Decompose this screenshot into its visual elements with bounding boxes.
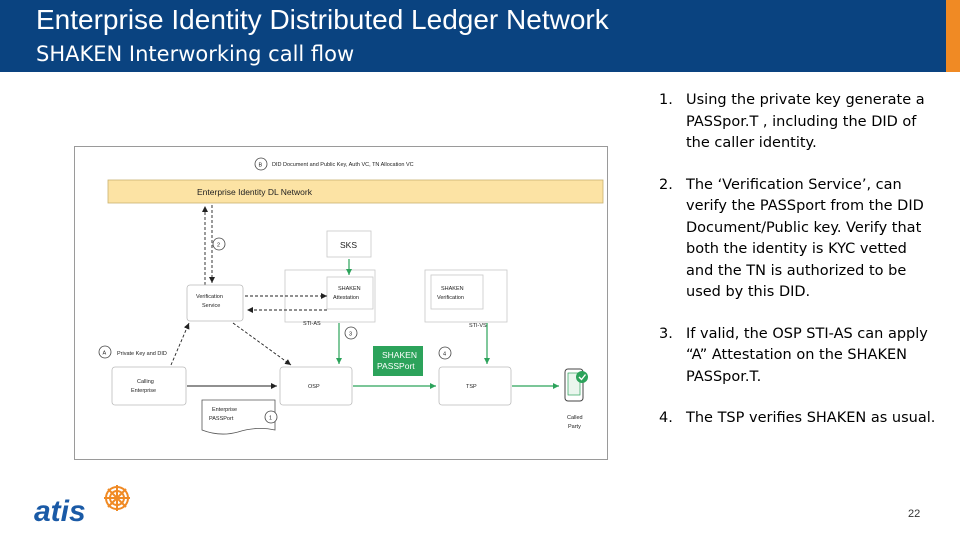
shaken-attestation-line1: SHAKEN xyxy=(338,286,361,292)
shaken-passport-line2: PASSPort xyxy=(377,361,415,371)
header-accent-bar xyxy=(946,0,960,72)
marker-1: 1 xyxy=(269,416,272,422)
calling-to-verif xyxy=(170,322,190,366)
marker-2: 2 xyxy=(217,243,220,249)
slide-subtitle: SHAKEN Interworking call flow xyxy=(36,42,355,66)
call-flow-diagram: B DID Document and Public Key, Auth VC, … xyxy=(74,146,608,460)
step-number: 3. xyxy=(659,325,673,342)
phone-icon xyxy=(564,368,588,402)
slide-title: Enterprise Identity Distributed Ledger N… xyxy=(36,4,609,35)
shaken-attestation-box xyxy=(326,276,374,310)
step-number: 2. xyxy=(659,176,673,193)
step-text: The ‘Verification Service’, can verify t… xyxy=(686,176,924,301)
marker-a-circle xyxy=(98,345,112,359)
calling-enterprise-box xyxy=(111,366,187,406)
tsp-box xyxy=(438,366,512,406)
marker-2-circle xyxy=(212,237,226,251)
call-flow-svg: B DID Document and Public Key, Auth VC, … xyxy=(98,157,604,435)
slide-header: Enterprise Identity Distributed Ledger N… xyxy=(0,0,960,72)
step-number: 1. xyxy=(659,92,673,108)
step-text: If valid, the OSP STI-AS can apply “A” A… xyxy=(686,325,928,385)
called-party-line1: Called xyxy=(567,415,583,421)
step-text: The TSP verifies SHAKEN as usual. xyxy=(686,410,936,426)
step-item: 1. Using the private key generate a PASS… xyxy=(656,90,936,155)
marker-4-circle xyxy=(438,346,452,360)
sks-box xyxy=(326,230,372,258)
enterprise-passport-line2: PASSPort xyxy=(209,416,234,422)
private-key-note: Private Key and DID xyxy=(117,351,167,357)
shaken-passport-line1: SHAKEN xyxy=(382,350,417,360)
step-item: 4. The TSP verifies SHAKEN as usual. xyxy=(656,408,936,430)
marker-3: 3 xyxy=(349,332,352,338)
called-party-line2: Party xyxy=(568,424,581,430)
enterprise-passport-line1: Enterprise xyxy=(212,407,237,413)
sti-vs-group xyxy=(424,269,508,323)
step-item: 3. If valid, the OSP STI-AS can apply “A… xyxy=(656,324,936,389)
tsp-label: TSP xyxy=(466,384,477,390)
dl-network-label: Enterprise Identity DL Network xyxy=(197,187,313,197)
atis-logo-text: atis xyxy=(34,495,86,526)
osp-box xyxy=(279,366,353,406)
verification-service-line2: Service xyxy=(202,303,220,309)
top-note: DID Document and Public Key, Auth VC, TN… xyxy=(272,162,414,168)
marker-b: B xyxy=(259,163,263,169)
step-text: Using the private key generate a PASSpor… xyxy=(686,92,925,151)
marker-3-circle xyxy=(344,326,358,340)
sti-vs-label: STI-VS xyxy=(469,323,487,329)
marker-1-circle xyxy=(264,410,278,424)
shaken-attestation-line2: Attestation xyxy=(333,295,359,301)
step-item: 2. The ‘Verification Service’, can verif… xyxy=(656,175,936,304)
page-number: 22 xyxy=(908,508,921,520)
steps-list: 1. Using the private key generate a PASS… xyxy=(656,90,936,450)
atis-logo: atis xyxy=(34,484,134,528)
dl-network-box xyxy=(107,179,604,204)
enterprise-passport-doc xyxy=(201,399,276,435)
verification-service-box xyxy=(186,284,244,322)
shaken-verification-line1: SHAKEN xyxy=(441,286,464,292)
calling-enterprise-line2: Enterprise xyxy=(131,388,156,394)
sti-as-label: STI-AS xyxy=(303,321,321,327)
sks-label: SKS xyxy=(340,240,357,250)
marker-4: 4 xyxy=(443,352,446,358)
shaken-verification-box xyxy=(430,274,484,310)
shaken-verification-line2: Verification xyxy=(437,295,464,301)
atis-logo-icon: atis xyxy=(34,485,130,528)
osp-label: OSP xyxy=(308,384,320,390)
shaken-passport-badge xyxy=(373,346,423,376)
marker-b-circle xyxy=(254,157,268,171)
verif-to-osp xyxy=(232,322,292,366)
calling-enterprise-line1: Calling xyxy=(137,379,154,385)
marker-a: A xyxy=(103,351,107,357)
verification-service-line1: Verification xyxy=(196,294,223,300)
step-number: 4. xyxy=(659,410,673,426)
